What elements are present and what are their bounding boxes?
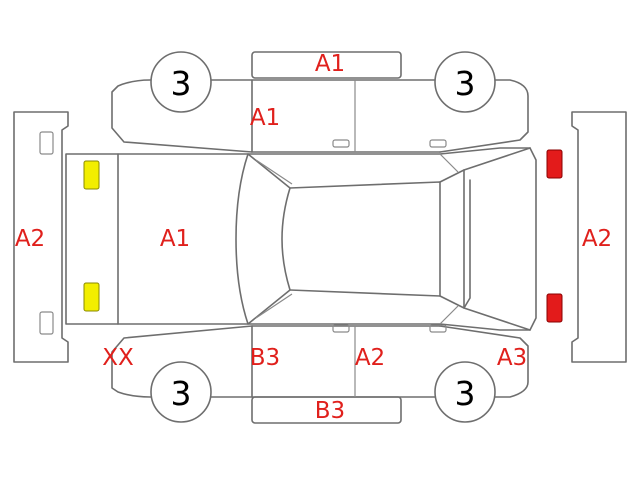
- code-lower-left-door: B3: [250, 345, 280, 371]
- code-front-bumper: A2: [15, 226, 45, 252]
- windshield: [235, 153, 291, 325]
- rear-deck: [463, 147, 531, 331]
- front-bumper-panel: [13, 111, 69, 363]
- windshield-inner: [255, 159, 293, 319]
- lower-side-profile: [111, 325, 253, 398]
- code-front-left-door: A1: [250, 105, 280, 131]
- rear-window: [439, 169, 465, 309]
- code-lower-right-door: A2: [355, 345, 385, 371]
- front-lamp-bottom: [83, 282, 100, 312]
- rear-bumper-panel: [571, 111, 627, 363]
- lower-door-handle-front: [332, 324, 350, 333]
- code-rear-corner: A3: [497, 345, 527, 371]
- rear-pillar-top: [439, 153, 459, 173]
- upper-side-profile-rear: [439, 79, 529, 153]
- rear-lamp-bottom: [546, 293, 563, 323]
- wheel-front-left-label: 3: [171, 64, 192, 103]
- front-bumper-slot-top: [39, 131, 54, 155]
- code-front-corner-left: XX: [102, 345, 134, 371]
- top-side-panel: [251, 51, 402, 79]
- upper-door-handle-front: [332, 139, 350, 148]
- code-rocker-bottom: B3: [315, 398, 345, 424]
- wheel-front-left: 3: [150, 51, 212, 113]
- body-outline: [65, 147, 537, 331]
- rear-pillar-bottom: [439, 305, 459, 325]
- upper-side-profile-mid: [251, 79, 441, 153]
- code-hood: A1: [160, 226, 190, 252]
- code-rear-bumper: A2: [582, 226, 612, 252]
- rear-lamp-top: [546, 149, 563, 179]
- lower-door-handle-rear: [429, 324, 447, 333]
- wheel-rear-left-label: 3: [171, 374, 192, 413]
- wheel-front-right-label: 3: [455, 64, 476, 103]
- front-lamp-top: [83, 160, 100, 190]
- lower-side-profile-rear: [439, 325, 529, 398]
- wheel-rear-right: 3: [434, 361, 496, 423]
- wheel-rear-left: 3: [150, 361, 212, 423]
- code-roof-side-top: A1: [315, 51, 345, 77]
- cabin-roof: [289, 181, 441, 297]
- wheel-rear-right-label: 3: [455, 374, 476, 413]
- front-bumper-slot-bottom: [39, 311, 54, 335]
- wheel-front-right: 3: [434, 51, 496, 113]
- upper-door-handle-rear: [429, 139, 447, 148]
- upper-side-profile: [111, 79, 253, 153]
